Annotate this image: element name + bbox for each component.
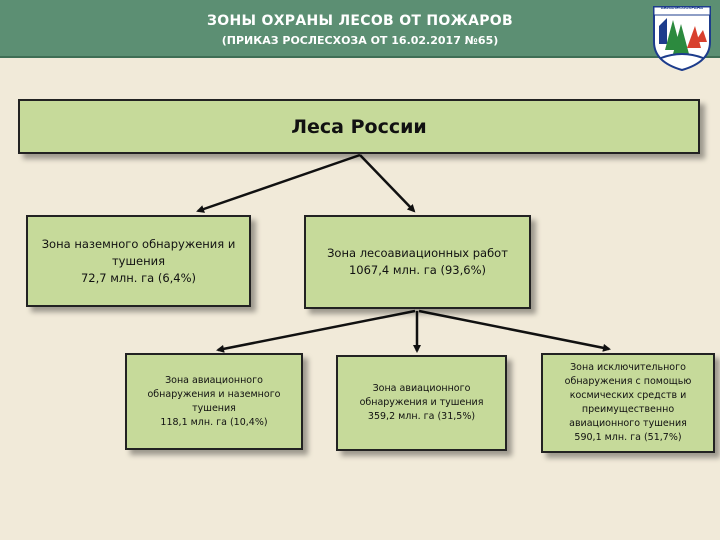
zone-text-line: преимущественно	[581, 404, 675, 415]
ground-detection-zone-box: Зона наземного обнаружения и тушения 72,…	[26, 215, 251, 307]
forests-of-russia-box: Леса России	[18, 99, 700, 154]
page-title: ЗОНЫ ОХРАНЫ ЛЕСОВ ОТ ПОЖАРОВ	[207, 13, 513, 29]
logo-emblem-icon	[653, 6, 711, 72]
zone-area-value: 359,2 млн. га (31,5%)	[367, 411, 476, 422]
header-bar: ЗОНЫ ОХРАНЫ ЛЕСОВ ОТ ПОЖАРОВ (ПРИКАЗ РОС…	[0, 0, 720, 58]
zone-area-value: 118,1 млн. га (10,4%)	[160, 416, 268, 428]
zone-area-value: 72,7 млн. га (6,4%)	[80, 270, 197, 285]
aviation-works-zone-box: Зона лесоавиационных работ 1067,4 млн. г…	[304, 215, 531, 309]
zone-text-line: обнаружения и тушения	[359, 397, 484, 408]
logo-caption: АВИАЛЕСООХРАНА	[660, 5, 704, 10]
zone-text-line: Зона авиационного	[372, 383, 471, 394]
zone-area-value: 590,1 млн. га (51,7%)	[574, 432, 682, 443]
zone-text-line: космических средств и	[569, 390, 687, 401]
zone-text-line: тушения	[111, 253, 165, 268]
space-detection-zone-box: Зона исключительного обнаружения с помощ…	[541, 353, 715, 453]
zone-text-line: тушения	[192, 402, 236, 414]
zone-text-line: обнаружения и наземного	[147, 388, 281, 400]
arrow-root-to-aviation	[359, 154, 416, 213]
arrow-aviation-to-space	[418, 309, 611, 352]
zone-text-line: Зона лесоавиационных работ	[327, 246, 508, 260]
aviation-detection-suppression-box: Зона авиационного обнаружения и тушения …	[336, 355, 507, 451]
aviation-detection-ground-suppression-box: Зона авиационного обнаружения и наземног…	[125, 353, 303, 450]
zone-text-line: обнаружения с помощью	[564, 376, 692, 387]
zone-area-value: 1067,4 млн. га (93,6%)	[348, 263, 486, 277]
zone-text-line: авиационного тушения	[569, 418, 687, 429]
root-label: Леса России	[291, 115, 427, 138]
arrow-root-to-ground	[196, 153, 361, 213]
zone-text-line: Зона исключительного	[570, 362, 686, 373]
avialesookhrana-logo: АВИАЛЕСООХРАНА	[651, 4, 713, 72]
arrow-aviation-to-combo	[216, 309, 416, 353]
zone-text-line: Зона авиационного	[165, 374, 263, 386]
zone-text-line: Зона наземного обнаружения и	[41, 236, 236, 251]
page-subtitle: (ПРИКАЗ РОСЛЕСХОЗА ОТ 16.02.2017 №65)	[221, 34, 499, 47]
